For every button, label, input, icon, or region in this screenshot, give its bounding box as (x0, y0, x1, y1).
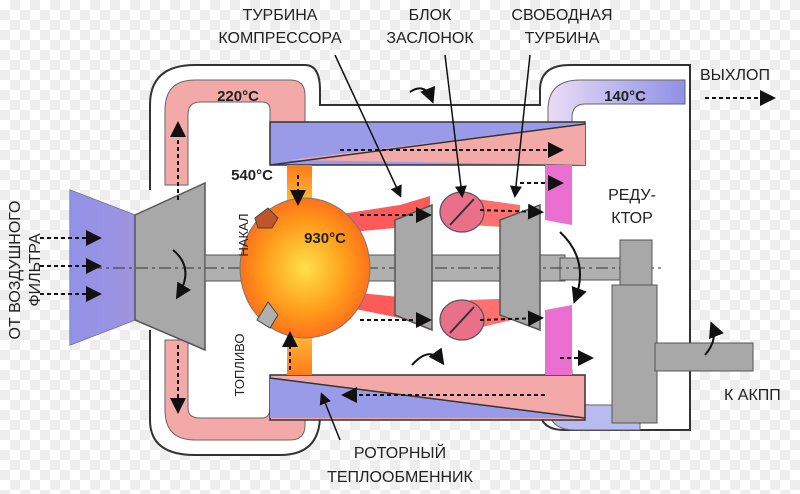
exhaust-temp-label: 140°C (604, 88, 646, 105)
reducer-label-1: РЕДУ- (608, 187, 656, 204)
flow-arrow-icon (40, 90, 776, 414)
valve-block-label-1: БЛОК (409, 7, 452, 24)
fuel-nozzle-icon (256, 301, 279, 329)
compressor-turbine (394, 203, 433, 332)
compressor (134, 181, 206, 352)
valve-block-label-2: ЗАСЛОНОК (386, 30, 474, 47)
regenerator-label-2: ТЕПЛООБМЕННИК (327, 469, 473, 486)
rotation-arrow-icon (172, 85, 724, 366)
fuel-label: ТОПЛИВО (232, 333, 247, 396)
reducer-label-2: КТОР (611, 210, 653, 227)
to-gearbox-label: К АКПП (724, 387, 781, 404)
exhaust-label: ВЫХЛОП (700, 67, 770, 84)
combustor-temp-label: 930°C (304, 230, 346, 247)
air-filter-label-2: ФИЛЬТРА (27, 233, 44, 306)
compressor-turbine-label-1: ТУРБИНА (243, 7, 318, 24)
glow-label: НАКАЛ (236, 213, 251, 256)
compressor-turbine-label-2: КОМПРЕССОРА (218, 30, 342, 47)
reducer-gear (611, 239, 754, 424)
regenerator-label-1: РОТОРНЫЙ (354, 443, 446, 462)
inlet-temp-label: 220°C (217, 88, 259, 105)
air-filter-label-1: ОТ ВОЗДУШНОГО (7, 201, 24, 340)
air-inlet-funnel (69, 189, 136, 346)
free-turbine-label-2: ТУРБИНА (525, 30, 600, 47)
glow-plug-icon (254, 207, 279, 229)
free-turbine (499, 203, 541, 332)
combustor-outlet-temp-label: 540°C (231, 167, 273, 184)
leader-lines (319, 54, 531, 441)
free-turbine-label-1: СВОБОДНАЯ (511, 7, 612, 24)
valve-block (439, 191, 485, 341)
